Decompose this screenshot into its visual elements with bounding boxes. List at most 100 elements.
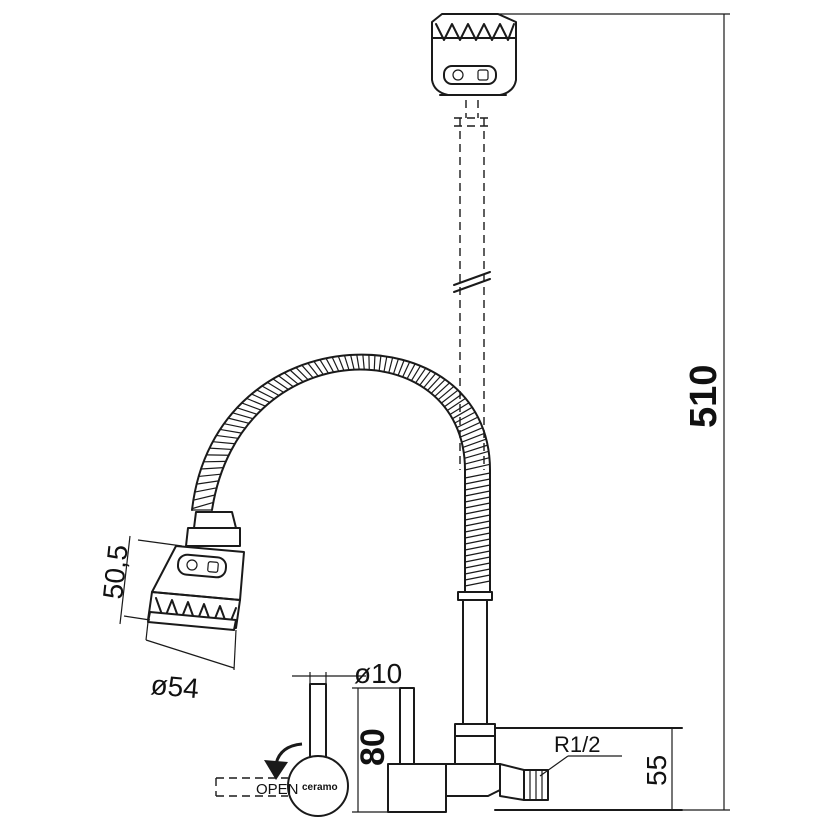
dimension-lever-diameter: ø10 (354, 658, 402, 689)
vertical-stem (454, 591, 496, 765)
hose-stripe (216, 434, 239, 439)
dimension-spray-head-height: 50,5 (97, 543, 134, 600)
hose-stripe (267, 381, 284, 393)
brand-logo: ceramo (302, 782, 338, 793)
hose-stripe (446, 397, 466, 412)
hose-stripe (373, 355, 376, 371)
total-height-dimension: 510 (498, 13, 730, 811)
lever-height-dimension: 80 (352, 687, 400, 813)
hose-stripe (456, 416, 479, 429)
hose-stripe (464, 502, 491, 509)
dimension-spray-head-diameter: ø54 (149, 669, 200, 704)
hose-stripe (356, 354, 360, 370)
hose-stripe (464, 514, 491, 521)
lever-diameter-dimension: ø10 (292, 658, 402, 689)
hose-stripe (464, 574, 491, 581)
hose-stripe (236, 407, 258, 415)
hose-stripe (212, 441, 235, 445)
hose-stripe (434, 382, 450, 397)
hose-stripe (437, 385, 455, 401)
spray-head-height-dimension: 50,5 (97, 535, 183, 625)
hose-stripe (362, 354, 365, 370)
hose-stripe (388, 357, 394, 373)
hose-stripe (423, 373, 437, 389)
hose-stripe (343, 355, 350, 371)
dimension-lever-height: 80 (354, 728, 392, 766)
hose-stripe (464, 544, 491, 551)
hose-stripe (430, 379, 446, 394)
spray-head (147, 511, 245, 631)
hose-stripe (464, 508, 491, 515)
hose-stripe (283, 372, 299, 385)
hose-stripe (289, 369, 304, 383)
hose-stripe (464, 538, 491, 545)
hose-stripe (464, 556, 491, 563)
dimension-total-height: 510 (683, 365, 725, 428)
hose-stripe (464, 550, 491, 557)
hose-stripe (261, 385, 280, 397)
hose-stripe (223, 423, 246, 429)
hose-stripe (331, 356, 340, 372)
hose-stripe (193, 494, 216, 501)
hose-stripe (415, 367, 427, 384)
hose-stripe (419, 370, 432, 386)
hose-stripe (464, 526, 491, 533)
hose-stripe (410, 365, 421, 382)
hose-stripe (452, 406, 473, 420)
spray-head-top-position (431, 13, 517, 96)
hose-stripe (228, 417, 250, 424)
hose-stripe (194, 487, 217, 493)
hose-stripe (319, 359, 329, 374)
hose-stripe (313, 360, 324, 375)
hose-stripe (378, 355, 382, 371)
hose-stripe (295, 367, 309, 381)
hose-stripe (278, 375, 294, 388)
hose-stripe (444, 393, 463, 408)
hose-stripe (219, 428, 242, 434)
hose-stripe (441, 389, 459, 404)
hose-stripe (350, 354, 355, 370)
hose-stripe (402, 361, 411, 378)
hose-stripe (301, 364, 314, 379)
hose-stripe (191, 501, 214, 510)
hose-stripe (464, 478, 491, 485)
faucet-body (387, 687, 549, 813)
hose-stripe (464, 520, 491, 527)
hose-stripe (209, 447, 232, 451)
hose-stripe (406, 363, 416, 380)
hose-stripe (307, 362, 319, 377)
hose-stripe (464, 484, 491, 491)
hose-stripe (464, 463, 491, 471)
dimension-thread: R1/2 (554, 732, 600, 757)
hose-stripe (454, 411, 476, 424)
hose-stripe (232, 412, 254, 420)
spray-head-diameter-dimension: ø54 (145, 621, 237, 704)
hose-stripe (397, 360, 405, 376)
hose-stripe (464, 562, 491, 569)
hose-stripe (198, 473, 221, 478)
hose-stripe (272, 378, 289, 390)
hose-stripe (464, 450, 489, 459)
hose-stripe (325, 357, 335, 373)
flexible-hose (191, 353, 491, 596)
hose-stripe (458, 421, 481, 433)
hose-stripe (464, 457, 490, 465)
hose-stripe (464, 490, 491, 497)
hose-stripe (392, 358, 399, 375)
hose-stripe (464, 472, 491, 479)
hose-stripe (464, 532, 491, 539)
hose-stripe (196, 480, 219, 485)
dimension-inlet-height: 55 (641, 755, 672, 786)
hose-stripe (256, 389, 275, 400)
hose-stripe (383, 356, 388, 372)
lever-side-view: ceramo OPEN (215, 683, 349, 817)
hose-stripe (464, 568, 491, 575)
hose-stripe (461, 432, 485, 443)
hose-stripe (246, 397, 266, 407)
hose-stripe (337, 355, 345, 371)
inlet-height-dimension: 55 (641, 728, 673, 810)
hose-stripe (200, 467, 224, 470)
hose-stripe (460, 427, 483, 438)
hose-stripe (464, 580, 491, 587)
